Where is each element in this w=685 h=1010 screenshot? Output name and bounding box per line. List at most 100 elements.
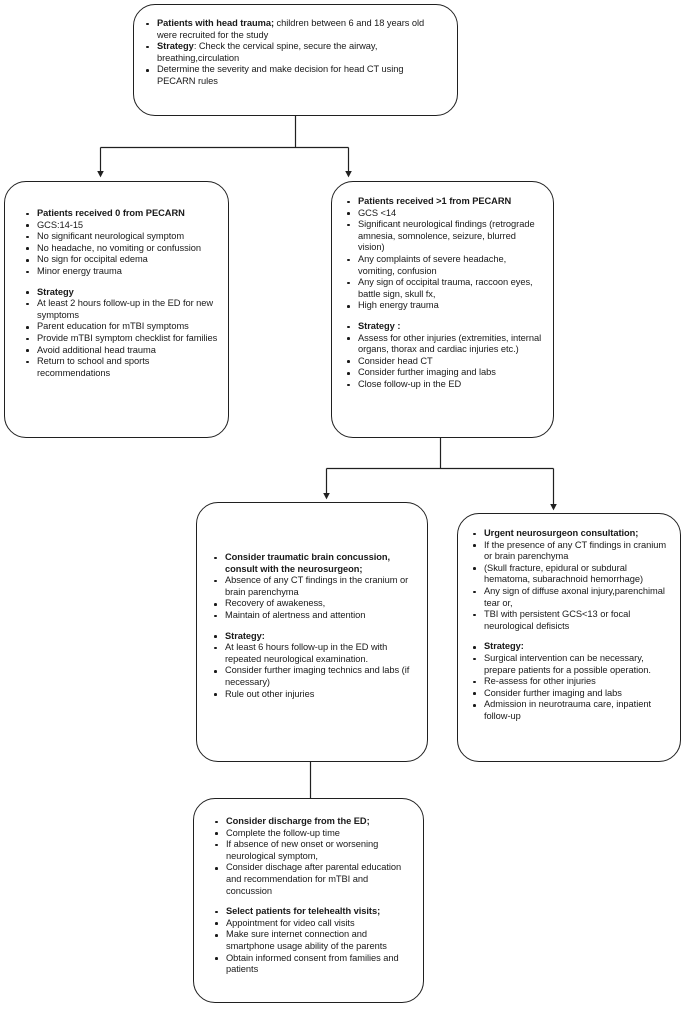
bullet-item-text: Determine the severity and make decision… (157, 64, 404, 86)
bullet-item-text: TBI with persistent GCS<13 or focal neur… (484, 609, 631, 631)
bullet-item-bold: Patients with head trauma; (157, 18, 274, 28)
node-discharge-and-telehealth[interactable]: Consider discharge from the ED;Complete … (193, 798, 424, 1003)
bullet-item-bold: Strategy (37, 286, 74, 297)
bullet-item: If the presence of any CT findings in cr… (470, 540, 674, 563)
bullet-item: High energy trauma (344, 300, 543, 312)
bullet-item-text: Any sign of diffuse axonal injury,parenc… (484, 585, 665, 608)
bullet-item-bold: Consider discharge from the ED; (226, 816, 370, 826)
bullet-item-text: Any sign of occipital trauma, raccoon ey… (358, 277, 533, 299)
bullet-item: Maintain of alertness and attention (211, 610, 417, 622)
bullet-item: Return to school and sports recommendati… (23, 356, 218, 379)
bullet-item: Patients received >1 from PECARN (344, 196, 543, 208)
bullet-item-bold: Consider traumatic brain concussion, con… (225, 552, 391, 574)
bullet-item: GCS <14 (344, 208, 543, 220)
bullet-item-text: Minor energy trauma (37, 265, 122, 276)
node-traumatic-brain-concussion[interactable]: Consider traumatic brain concussion, con… (196, 502, 428, 762)
bullet-item-text: Re-assess for other injuries (484, 676, 596, 687)
bullet-item: Parent education for mTBI symptoms (23, 321, 218, 333)
bullet-item-text: Make sure internet connection and smartp… (226, 929, 387, 951)
bullet-item-text: At least 2 hours follow-up in the ED for… (37, 298, 214, 320)
bullet-item: No sign for occipital edema (23, 254, 218, 266)
bullet-item-text: Consider head CT (358, 355, 433, 366)
bullet-item-text: Consider further imaging and labs (358, 367, 496, 378)
bullet-item: Consider further imaging technics and la… (211, 665, 417, 688)
bullet-item: Patients received 0 from PECARN (23, 208, 218, 220)
bullet-item-bold: Patients received >1 from PECARN (358, 196, 512, 206)
bullet-item-text: No headache, no vomiting or confussion (37, 242, 201, 253)
bullet-item: Provide mTBI symptom checklist for famil… (23, 333, 218, 345)
bullet-item-text: children between 6 and 18 years old were… (157, 18, 425, 40)
bullet-item: Absence of any CT findings in the craniu… (211, 575, 417, 598)
bullet-item: Admission in neurotrauma care, inpatient… (470, 699, 674, 722)
bullet-item-text: If the presence of any CT findings in cr… (484, 539, 667, 562)
bullet-item-text: : Check the cervical spine, secure the a… (157, 41, 378, 63)
bullet-item: TBI with persistent GCS<13 or focal neur… (470, 609, 674, 632)
bullet-item: No headache, no vomiting or confussion (23, 243, 218, 255)
bullet-item: Any sign of occipital trauma, raccoon ey… (344, 277, 543, 300)
bullet-item-bold: Strategy (157, 41, 194, 52)
node-head-trauma-intake[interactable]: Patients with head trauma; children betw… (133, 4, 458, 116)
bullet-item: Obtain informed consent from families an… (212, 953, 413, 976)
bullet-item-text: Consider further imaging and labs (484, 687, 622, 698)
bullet-spacer (23, 278, 218, 287)
bullet-item: Consider further imaging and labs (344, 367, 543, 379)
bullet-item: Re-assess for other injuries (470, 676, 674, 688)
connector-second-split (323, 438, 557, 511)
bullet-item-text: Recovery of awakeness, (225, 598, 326, 609)
bullet-item-bold: Strategy: (484, 641, 524, 652)
bullet-item: Make sure internet connection and smartp… (212, 929, 413, 952)
bullet-spacer (212, 897, 413, 906)
bullet-item-text: Consider dischage after parental educati… (226, 862, 402, 896)
bullet-item: Complete the follow-up time (212, 828, 413, 840)
bullet-item-bold: Urgent neurosurgeon consultation; (484, 528, 639, 538)
bullet-item-text: Absence of any CT findings in the craniu… (225, 575, 409, 597)
bullet-item: Strategy: (470, 641, 674, 653)
bullet-item-text: (Skull fracture, epidural or subdural he… (484, 562, 644, 585)
bullet-item-text: Obtain informed consent from families an… (226, 952, 399, 975)
bullet-item-text: GCS:14-15 (37, 219, 84, 230)
node-urgent-neurosurgeon-consultation[interactable]: Urgent neurosurgeon consultation;If the … (457, 513, 681, 762)
bullet-item-bold: Select patients for telehealth visits; (226, 906, 381, 917)
bullet-item: Any complaints of severe headache, vomit… (344, 254, 543, 277)
bullet-item: Consider head CT (344, 356, 543, 368)
bullet-item-bold: Patients received 0 from PECARN (37, 208, 185, 218)
bullet-item-text: Rule out other injuries (225, 688, 315, 699)
bullet-item-text: Surgical intervention can be necessary, … (484, 652, 651, 675)
bullet-item-text: No significant neurological symptom (37, 231, 185, 242)
bullet-spacer (344, 312, 543, 321)
bullet-list: Consider discharge from the ED;Complete … (212, 816, 413, 976)
bullet-item: Avoid additional head trauma (23, 345, 218, 357)
bullet-item-text: Admission in neurotrauma care, inpatient… (484, 699, 651, 721)
bullet-item: Patients with head trauma; children betw… (143, 18, 443, 41)
bullet-item: Close follow-up in the ED (344, 379, 543, 391)
bullet-item: Urgent neurosurgeon consultation; (470, 528, 674, 540)
bullet-item-text: Complete the follow-up time (226, 827, 340, 838)
bullet-item-text: Appointment for video call visits (226, 917, 355, 928)
bullet-item: No significant neurological symptom (23, 231, 218, 243)
bullet-item: Recovery of awakeness, (211, 598, 417, 610)
bullet-item: Consider further imaging and labs (470, 688, 674, 700)
node-body: Consider discharge from the ED;Complete … (194, 799, 423, 986)
bullet-item: Surgical intervention can be necessary, … (470, 653, 674, 676)
bullet-spacer (211, 622, 417, 631)
bullet-list: Consider traumatic brain concussion, con… (211, 552, 417, 700)
bullet-item: Any sign of diffuse axonal injury,parenc… (470, 586, 674, 609)
bullet-item: Strategy (23, 287, 218, 299)
bullet-item: Minor energy trauma (23, 266, 218, 278)
bullet-item-text: Avoid additional head trauma (37, 344, 156, 355)
bullet-item-text: No sign for occipital edema (37, 254, 148, 265)
bullet-item: GCS:14-15 (23, 220, 218, 232)
bullet-item-text: Provide mTBI symptom checklist for famil… (37, 332, 218, 343)
bullet-item-bold: Strategy: (225, 630, 265, 641)
node-body: Consider traumatic brain concussion, con… (197, 503, 427, 710)
bullet-item: Significant neurological findings (retro… (344, 219, 543, 254)
bullet-item: If absence of new onset or worsening neu… (212, 839, 413, 862)
bullet-spacer (470, 632, 674, 641)
bullet-item-bold: Strategy : (358, 320, 401, 331)
bullet-item: Assess for other injuries (extremities, … (344, 333, 543, 356)
